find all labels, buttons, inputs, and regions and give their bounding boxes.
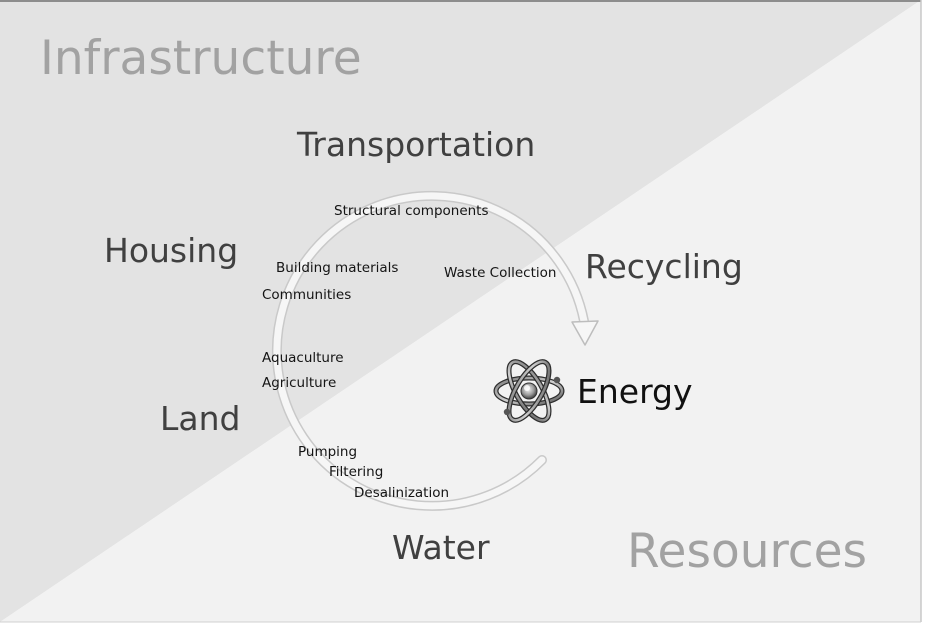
agriculture-item: Agriculture — [262, 375, 337, 391]
infrastructure-heading: Infrastructure — [40, 31, 362, 86]
filtering-item: Filtering — [329, 464, 384, 480]
structural-components-item: Structural components — [334, 203, 489, 219]
land-label: Land — [160, 399, 241, 438]
aquaculture-item: Aquaculture — [262, 350, 344, 366]
desalinization-item: Desalinization — [354, 485, 450, 501]
cycle-arrow — [271, 190, 599, 511]
waste-collection-item: Waste Collection — [444, 265, 557, 281]
atom-icon — [493, 359, 565, 423]
communities-item: Communities — [262, 287, 352, 303]
transportation-label: Transportation — [297, 125, 536, 164]
cycle-arrowhead — [571, 320, 599, 346]
energy-label: Energy — [577, 372, 693, 411]
building-materials-item: Building materials — [276, 260, 399, 276]
water-label: Water — [392, 528, 490, 567]
pumping-item: Pumping — [298, 444, 358, 460]
resources-heading: Resources — [627, 524, 868, 579]
housing-label: Housing — [104, 231, 239, 270]
recycling-label: Recycling — [585, 247, 743, 286]
